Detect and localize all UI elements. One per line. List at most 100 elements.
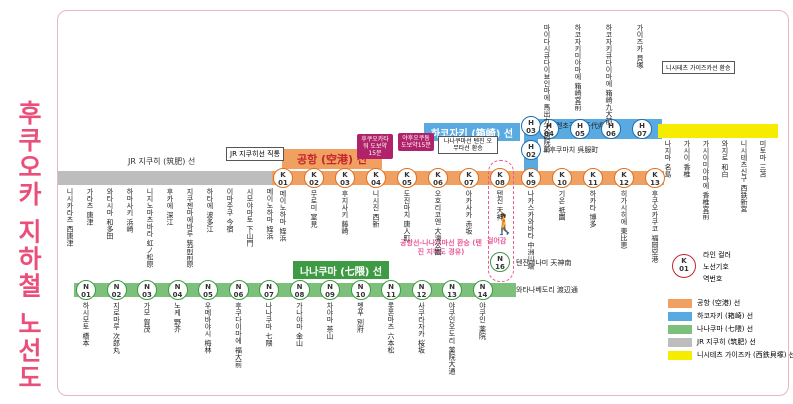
nanakuma-station-name: 우메바야시 梅林 [204, 302, 212, 354]
nanakuma-station-name: 차야마 茶山 [326, 302, 334, 340]
tenjin-transfer-note: 나나쿠마선 텐진 오무타선 환승 [438, 136, 498, 154]
fukuoka-tower-note: 후쿠오카타워 도보약15분 [357, 134, 393, 159]
nanakuma-station-name: 야쿠인오도리 薬院大通 [448, 302, 456, 375]
airport-station-name: 나카스카와바타 中洲川端 [527, 190, 535, 270]
jr-station-name: 하타에 波多江 [206, 188, 214, 233]
map-frame [57, 10, 789, 396]
nanakuma-station-name: 하시모토 橋本 [82, 302, 90, 347]
airport-station-name: 후지사키 藤崎 [341, 190, 349, 235]
nanakuma-station-name: 후쿠다이마에 福大前 [234, 302, 243, 368]
nishitetsu-station-name: 가시이 香椎 [683, 140, 691, 178]
airport-station-name: 니시진 西新 [372, 190, 380, 228]
yahoo-dome-note: 야후오쿠돔 도보약15분 [398, 133, 434, 151]
legend-swatch [668, 350, 692, 360]
jr-station-name: 시모야마토 下山門 [246, 188, 254, 247]
airport-station-name: 기온 祇園 [558, 190, 566, 221]
nanakuma-line-header: 나나쿠마 (七隈) 선 [293, 261, 389, 279]
legend-entry: 나나쿠마 (七隈) 선 [668, 324, 753, 334]
hakozaki-station-name: 고후쿠마치 呉服町 [543, 146, 599, 154]
nanakuma-station-name: 사쿠라자카 桜坂 [417, 302, 426, 354]
nanakuma-station-name: 가나야마 金山 [295, 302, 304, 347]
hakozaki-line-band-h [524, 119, 662, 139]
nishitetsu-station-name: 나지마 名島 [664, 140, 672, 178]
jr-station-name: 가라츠 唐津 [86, 188, 94, 226]
nishitetsu-station-name: 와지로 和白 [721, 140, 729, 178]
walk-note: 공항선-나나쿠마선 환승 (텐진 지하도 경유) [400, 239, 482, 256]
nanakuma-station-name: 야쿠인 薬院 [478, 302, 487, 340]
airport-station-name: 텐진 天神 [496, 190, 504, 221]
hakozaki-station-name: 하코자키미야마에 箱崎宮前 [574, 24, 582, 111]
legend-number: 역번호 [703, 275, 723, 283]
nanakuma-station-name: 와타나베도리 渡辺通 [516, 286, 578, 294]
jr-station-name: 니시카라츠 西唐津 [66, 188, 74, 247]
legend-label: JR 지쿠히 (筑肥) 선 [697, 338, 756, 346]
airport-station-name: 아카사카 赤坂 [465, 190, 473, 235]
legend-entry: 공항 (空港) 선 [668, 298, 740, 308]
legend-swatch [668, 298, 692, 308]
hakozaki-station-name: 하코자키큐다이마에 箱崎九大前 [605, 24, 613, 125]
legend-entry: JR 지쿠히 (筑肥) 선 [668, 337, 756, 347]
map-title: 후쿠오카 지하철 노선도 [2, 100, 54, 391]
hakozaki-station-name: 마이다시큐다이뵤인마에 馬出九大病院前 [543, 24, 551, 153]
walk-path [488, 160, 514, 282]
legend-swatch [668, 337, 692, 347]
airport-station-name: 하카타 博多 [589, 190, 597, 228]
nishitetsu-station-name: 미토마 三苫 [759, 140, 767, 178]
jr-line-label: JR 지쿠히 (筑肥) 선 [128, 157, 196, 166]
nanakuma-station-name: 벳푸 別府 [356, 302, 365, 333]
jr-line-band [58, 171, 280, 185]
jr-station-name: 후카에 深江 [166, 188, 174, 226]
jr-station-name: 이마주쿠 今宿 [226, 188, 234, 233]
nanakuma-station-name: 나나쿠마 七隈 [265, 302, 273, 347]
jr-station-name: 하마사키 浜崎 [126, 188, 134, 233]
nanakuma-station-name: 지로마루 次郎丸 [112, 302, 121, 354]
legend-label: 나나쿠마 (七隈) 선 [697, 325, 754, 333]
legend-code: 노선기호 [703, 263, 729, 271]
airport-station-name: 후쿠오카쿠코 福岡空港 [651, 190, 659, 263]
legend-label: 니시테츠 가이즈카 (西鉄貝塚) 선 [697, 351, 793, 359]
nishitetsu-station-name: 니시테츠신구 西鉄新宮 [740, 140, 748, 213]
nishitetsu-station-name: 가시이미야마에 香椎宮前 [702, 140, 710, 220]
legend-label: 하코자키 (箱崎) 선 [697, 312, 754, 320]
nishitetsu-transfer-note: 니시테츠 가이즈카선 환승 [662, 61, 735, 74]
nanakuma-station-name: 노케 野芥 [173, 302, 182, 333]
jr-station-name: 와타시마 和多田 [106, 188, 114, 240]
legend-line-color: 라인 컬러 [703, 251, 731, 259]
jr-station-name: 지쿠젠마에바루 筑前前原 [186, 188, 194, 268]
jr-station-name: 메이노하마 姪浜 [266, 188, 274, 240]
title-text: 후쿠오카 지하철 노선도 [14, 100, 43, 392]
airport-station-name: 메이노하마 姪浜 [279, 190, 287, 242]
nanakuma-station-name: 가모 賀茂 [143, 302, 151, 333]
